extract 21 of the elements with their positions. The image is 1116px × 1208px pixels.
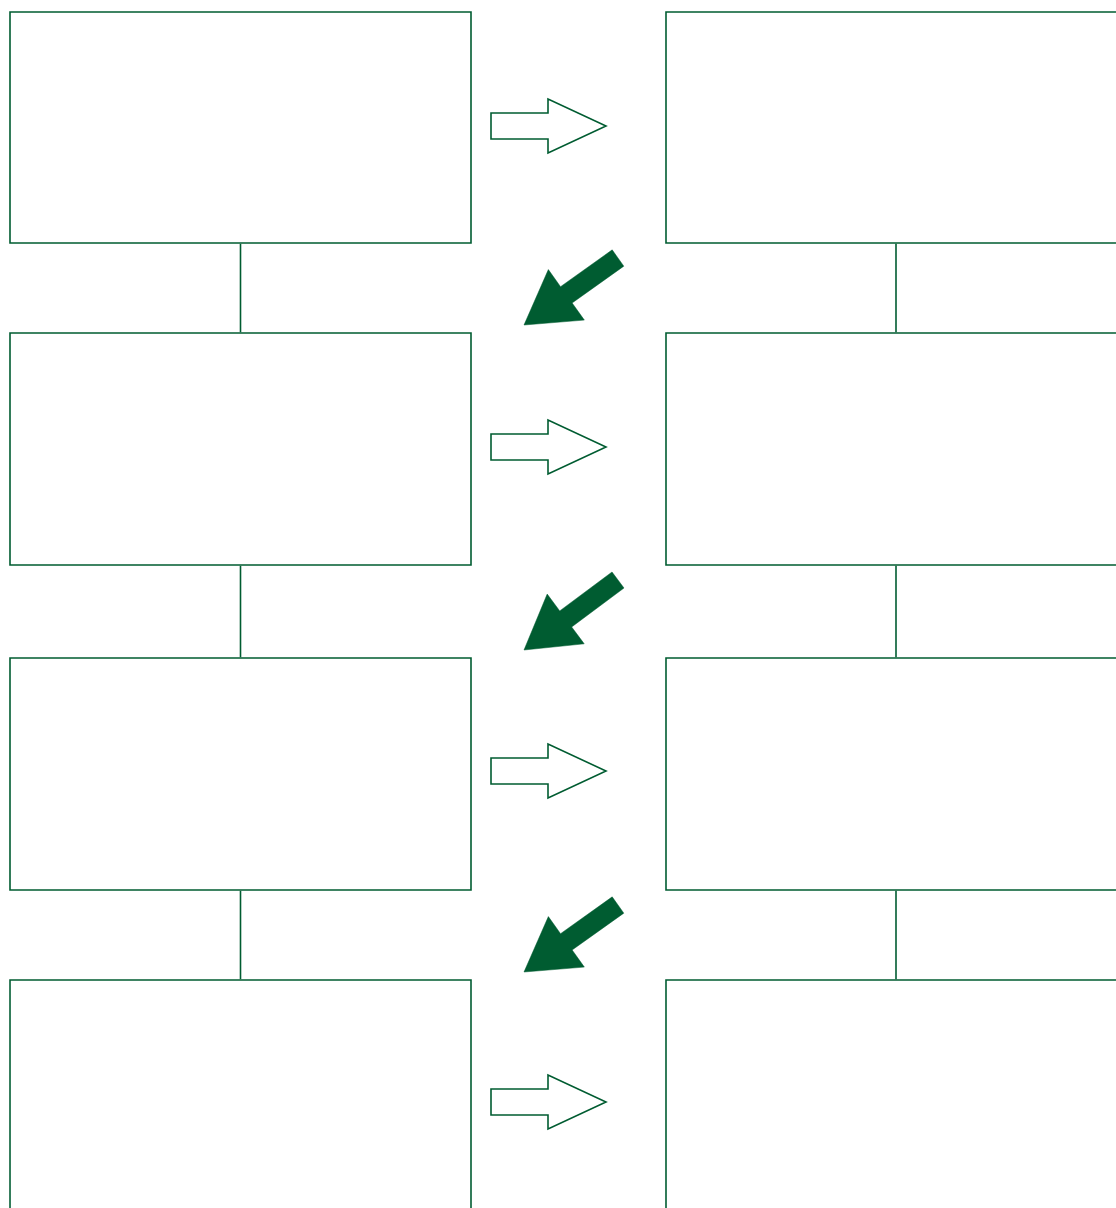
process-box: [665, 332, 1116, 566]
outline-arrow: [490, 97, 608, 155]
process-box: [665, 979, 1116, 1208]
block-arrow: [523, 896, 625, 973]
process-box: [9, 657, 472, 891]
process-box: [9, 979, 472, 1208]
process-box: [9, 332, 472, 566]
process-box: [665, 11, 1116, 244]
connector-line: [895, 890, 897, 980]
connector-line: [239, 243, 242, 333]
outline-arrow: [490, 418, 608, 476]
connector-line: [895, 565, 897, 658]
block-arrow: [523, 249, 625, 326]
outline-arrow: [490, 1073, 608, 1131]
block-arrow: [523, 571, 625, 651]
process-box: [665, 657, 1116, 891]
outline-arrow: [490, 742, 608, 800]
connector-line: [239, 890, 242, 980]
process-box: [9, 11, 472, 244]
connector-line: [895, 243, 897, 333]
connector-line: [239, 565, 242, 658]
